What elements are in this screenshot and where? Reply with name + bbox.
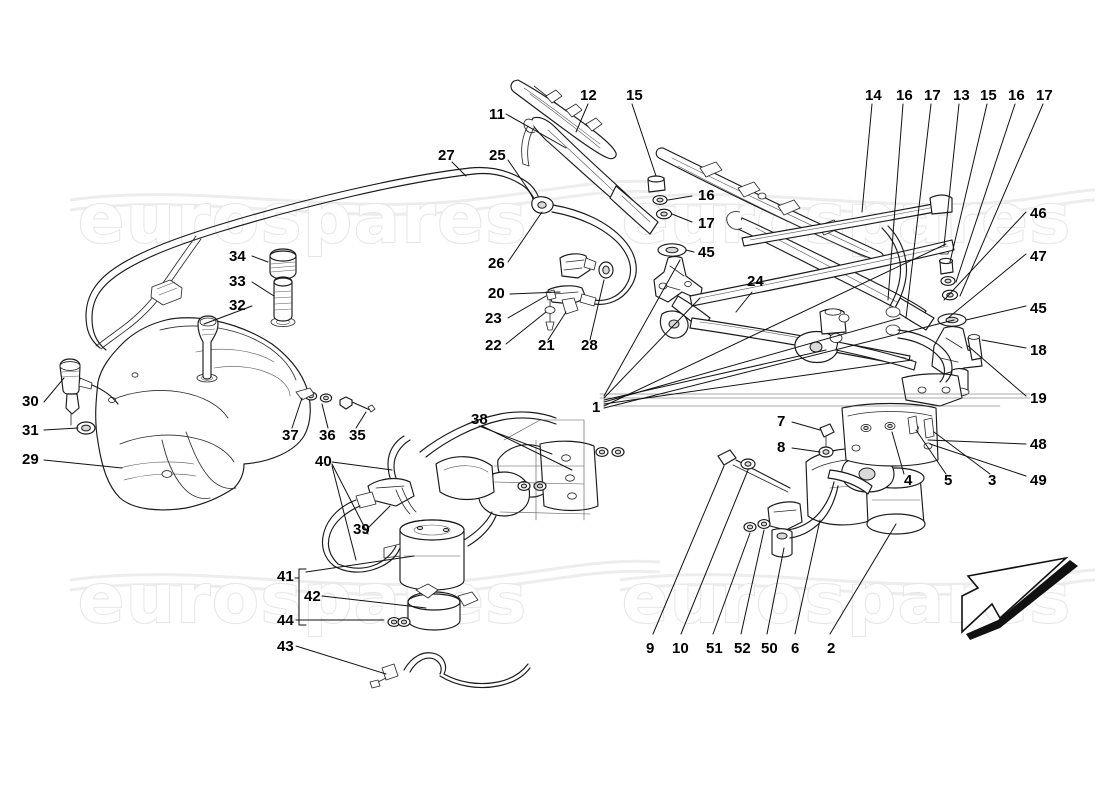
pivot-bushing-left (647, 175, 673, 220)
callout-39: 39 (353, 521, 370, 538)
leader-lines (43, 103, 1044, 675)
callout-5: 5 (944, 472, 953, 489)
callout-21: 21 (538, 337, 555, 354)
reservoir-filler-neck (273, 276, 293, 322)
callout-24: 24 (747, 273, 764, 290)
washer-pump (59, 358, 119, 426)
hose-grommet (598, 261, 614, 279)
callout-26: 26 (488, 255, 505, 272)
callout-41: 41 (277, 568, 294, 585)
callout-16b: 16 (1008, 87, 1025, 104)
headlight-washer-pump-assembly (321, 411, 625, 689)
pivot-seal-left (657, 243, 687, 257)
callout-15: 15 (626, 87, 643, 104)
callout-51: 51 (706, 640, 723, 657)
callout-52: 52 (734, 640, 751, 657)
callout-8: 8 (777, 439, 786, 456)
callout-11: 11 (489, 106, 505, 123)
callout-12: 12 (580, 87, 597, 104)
callout-16: 16 (896, 87, 913, 104)
callout-23: 23 (485, 310, 502, 327)
callout-40: 40 (315, 453, 332, 470)
callout-37: 37 (282, 427, 299, 444)
callout-14: 14 (865, 87, 882, 104)
orientation-arrow (961, 556, 1078, 640)
reservoir-fastener-set (295, 387, 376, 413)
callout-20: 20 (488, 285, 505, 302)
callout-4: 4 (904, 472, 913, 489)
callout-34: 34 (229, 248, 246, 265)
callout-49: 49 (1030, 472, 1047, 489)
callout-17: 17 (924, 87, 941, 104)
callout-19: 19 (1030, 390, 1047, 407)
callout-16c: 16 (698, 187, 715, 204)
callout-46: 46 (1030, 205, 1047, 222)
callout-29: 29 (22, 451, 39, 468)
callout-45b: 45 (1030, 300, 1047, 317)
pump-grommet (76, 421, 96, 435)
callout-2: 2 (827, 640, 836, 657)
callout-22: 22 (485, 337, 502, 354)
callout-33: 33 (229, 273, 246, 290)
callout-17b: 17 (1036, 87, 1053, 104)
callout-36: 36 (319, 427, 336, 444)
callout-47: 47 (1030, 248, 1047, 265)
watermark-text: eurospares (78, 180, 528, 259)
callout-3: 3 (988, 472, 997, 489)
callout-17c: 17 (698, 215, 715, 232)
washer-jet-nozzle-assembly (544, 253, 597, 331)
wiper-blade-driver (510, 79, 617, 160)
callout-35: 35 (349, 427, 366, 444)
callout-27: 27 (438, 147, 455, 164)
callout-1: 1 (592, 399, 601, 416)
callout-50: 50 (761, 640, 778, 657)
callout-31: 31 (22, 422, 39, 439)
callout-15b: 15 (980, 87, 997, 104)
callout-18: 18 (1030, 342, 1047, 359)
reservoir-filler-cap (269, 248, 297, 280)
callout-25: 25 (489, 147, 506, 164)
wiper-linkage-assembly (689, 194, 955, 383)
callout-7: 7 (777, 413, 786, 430)
washer-fluid-hose (85, 166, 541, 351)
callout-32: 32 (229, 297, 246, 314)
wiper-motor-assembly (717, 402, 939, 558)
callout-45: 45 (698, 244, 715, 261)
callout-38: 38 (471, 411, 488, 428)
callout-6: 6 (791, 640, 800, 657)
washer-jet-connector (531, 196, 637, 305)
callout-9: 9 (646, 640, 655, 657)
callout-42: 42 (304, 588, 321, 605)
callout-48: 48 (1030, 436, 1047, 453)
callout-44: 44 (277, 612, 294, 629)
callout-30: 30 (22, 393, 39, 410)
callout-43: 43 (277, 638, 294, 655)
callout-28: 28 (581, 337, 598, 354)
callout-10: 10 (672, 640, 689, 657)
callout-13: 13 (953, 87, 970, 104)
